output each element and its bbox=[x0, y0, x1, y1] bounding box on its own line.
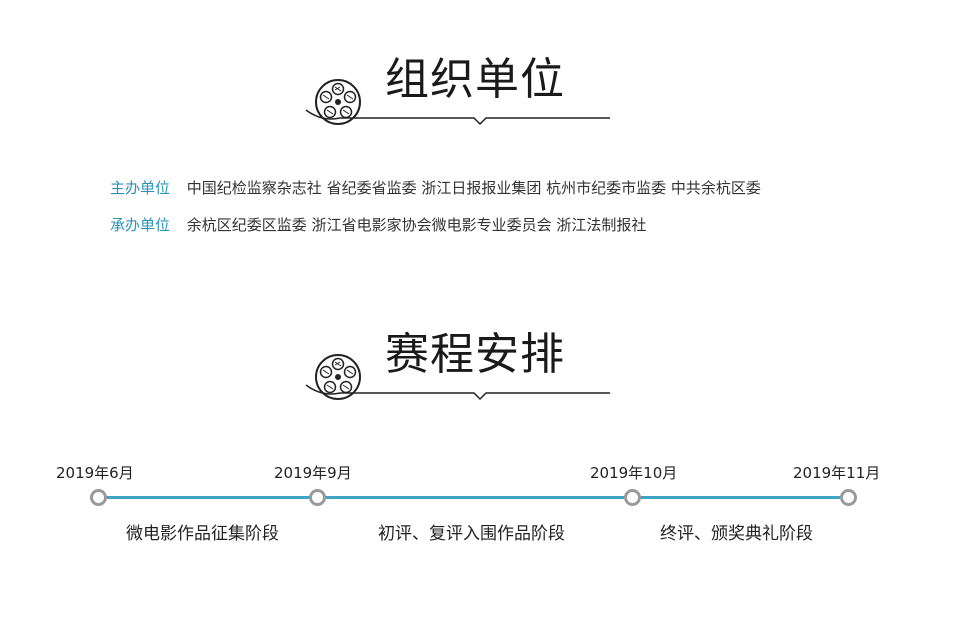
timeline-dot-1 bbox=[90, 489, 107, 506]
title-underline bbox=[305, 109, 610, 126]
film-reel-icon bbox=[315, 79, 361, 125]
section-header-schedule: 赛程安排 bbox=[0, 325, 960, 415]
film-reel-icon bbox=[315, 354, 361, 400]
timeline-dot-2 bbox=[309, 489, 326, 506]
title-underline bbox=[305, 384, 610, 401]
timeline-stage-1: 微电影作品征集阶段 bbox=[126, 524, 279, 544]
timeline-date-4: 2019年11月 bbox=[793, 464, 881, 482]
undertaker-text: 余杭区纪委区监委 浙江省电影家协会微电影专业委员会 浙江法制报社 bbox=[186, 216, 647, 234]
host-label: 主办单位 bbox=[110, 179, 171, 197]
host-text: 中国纪检监察杂志社 省纪委省监委 浙江日报报业集团 杭州市纪委市监委 中共余杭区… bbox=[186, 179, 761, 197]
undertaker-row: 承办单位 余杭区纪委区监委 浙江省电影家协会微电影专业委员会 浙江法制报社 bbox=[110, 215, 646, 235]
undertaker-label: 承办单位 bbox=[110, 216, 171, 234]
section-header-organizers: 组织单位 bbox=[0, 50, 960, 140]
timeline-dot-3 bbox=[624, 489, 641, 506]
timeline-line bbox=[98, 496, 850, 499]
schedule-timeline: 2019年6月 2019年9月 2019年10月 2019年11月 微电影作品征… bbox=[0, 455, 960, 555]
timeline-date-2: 2019年9月 bbox=[274, 464, 352, 482]
timeline-date-3: 2019年10月 bbox=[590, 464, 678, 482]
timeline-stage-3: 终评、颁奖典礼阶段 bbox=[660, 524, 813, 544]
host-row: 主办单位 中国纪检监察杂志社 省纪委省监委 浙江日报报业集团 杭州市纪委市监委 … bbox=[110, 178, 761, 198]
section-title-schedule: 赛程安排 bbox=[385, 329, 565, 380]
timeline-dot-4 bbox=[840, 489, 857, 506]
timeline-stage-2: 初评、复评入围作品阶段 bbox=[378, 524, 565, 544]
section-title-organizers: 组织单位 bbox=[385, 54, 565, 105]
timeline-date-1: 2019年6月 bbox=[56, 464, 134, 482]
